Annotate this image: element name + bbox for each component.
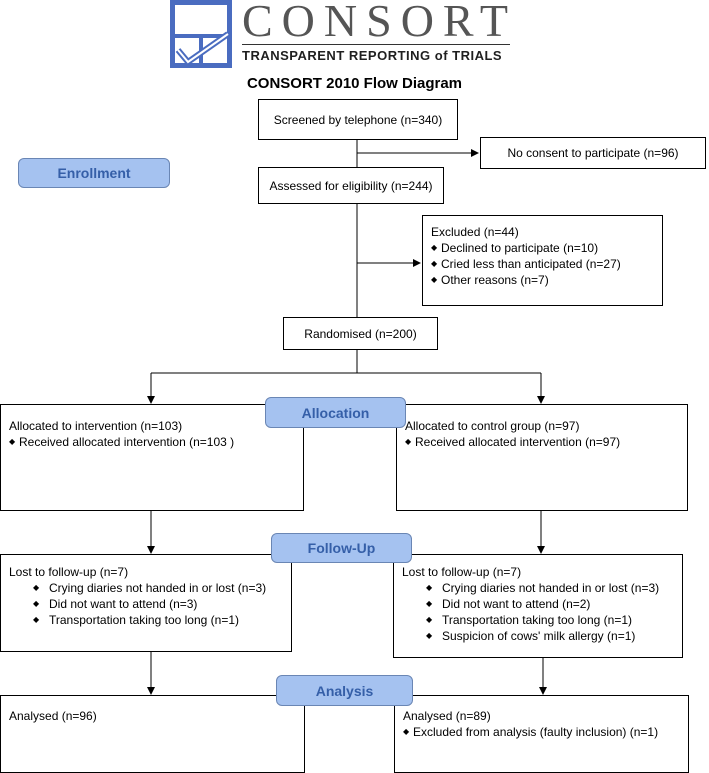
list-item: ◆Crying diaries not handed in or lost (n…: [33, 581, 267, 595]
list-item: ◆Crying diaries not handed in or lost (n…: [426, 581, 660, 595]
assessed-box: Assessed for eligibility (n=244): [258, 167, 444, 204]
logo-wordmark: CONSORT: [242, 0, 517, 46]
control-allocation-box: Allocated to control group (n=97) ◆Recei…: [396, 404, 688, 511]
control-allocation-title: Allocated to control group (n=97): [405, 419, 580, 433]
excluded-title: Excluded (n=44): [431, 225, 519, 239]
list-item: ◆Cried less than anticipated (n=27): [431, 257, 621, 271]
list-item: ◆Received allocated intervention (n=97): [405, 435, 621, 449]
diamond-bullet-icon: ◆: [33, 599, 40, 608]
list-item: ◆Excluded from analysis (faulty inclusio…: [403, 725, 659, 739]
list-item: ◆Other reasons (n=7): [431, 273, 549, 287]
diamond-bullet-icon: ◆: [426, 615, 433, 624]
control-followup-title: Lost to follow-up (n=7): [402, 565, 522, 579]
intervention-followup-box: Lost to follow-up (n=7) ◆Crying diaries …: [0, 554, 292, 652]
diamond-bullet-icon: ◆: [9, 437, 16, 446]
diamond-bullet-icon: ◆: [431, 259, 438, 268]
diagram-title: CONSORT 2010 Flow Diagram: [246, 75, 463, 92]
list-item: ◆Suspicion of cows' milk allergy (n=1): [426, 629, 636, 643]
diamond-bullet-icon: ◆: [426, 599, 433, 608]
phase-analysis: Analysis: [276, 675, 413, 706]
list-item: ◆Declined to participate (n=10): [431, 241, 599, 255]
intervention-allocation-box: Allocated to intervention (n=103) ◆Recei…: [0, 404, 304, 511]
phase-enrollment: Enrollment: [18, 158, 170, 188]
intervention-analysis-box: Analysed (n=96): [0, 695, 305, 773]
intervention-allocation-title: Allocated to intervention (n=103): [9, 419, 183, 433]
diamond-bullet-icon: ◆: [426, 583, 433, 592]
diamond-bullet-icon: ◆: [431, 275, 438, 284]
list-item: ◆Received allocated intervention (n=103 …: [9, 435, 235, 449]
consort-logo: CONSORT TRANSPARENT REPORTING of TRIALS: [170, 0, 515, 70]
intervention-followup-title: Lost to follow-up (n=7): [9, 565, 129, 579]
randomised-box: Randomised (n=200): [283, 317, 438, 350]
screened-box: Screened by telephone (n=340): [258, 99, 458, 140]
no-consent-box: No consent to participate (n=96): [480, 137, 706, 169]
logo-divider: [242, 44, 510, 45]
excluded-box: Excluded (n=44) ◆Declined to participate…: [422, 215, 663, 306]
intervention-analysis-title: Analysed (n=96): [9, 709, 97, 723]
diamond-bullet-icon: ◆: [431, 243, 438, 252]
diamond-bullet-icon: ◆: [33, 583, 40, 592]
diamond-bullet-icon: ◆: [405, 437, 412, 446]
list-item: ◆Did not want to attend (n=3): [33, 597, 198, 611]
phase-follow-up: Follow-Up: [271, 533, 412, 563]
phase-allocation: Allocation: [265, 397, 406, 428]
list-item: ◆Did not want to attend (n=2): [426, 597, 591, 611]
logo-tagline: TRANSPARENT REPORTING of TRIALS: [242, 48, 503, 63]
diamond-bullet-icon: ◆: [426, 631, 433, 640]
control-followup-box: Lost to follow-up (n=7) ◆Crying diaries …: [393, 554, 683, 658]
consort-checkbox-logo-icon: [170, 0, 232, 68]
diamond-bullet-icon: ◆: [33, 615, 40, 624]
diamond-bullet-icon: ◆: [403, 727, 410, 736]
control-analysis-title: Analysed (n=89): [403, 709, 491, 723]
control-analysis-box: Analysed (n=89) ◆Excluded from analysis …: [394, 695, 689, 773]
list-item: ◆Transportation taking too long (n=1): [426, 613, 633, 627]
list-item: ◆Transportation taking too long (n=1): [33, 613, 240, 627]
